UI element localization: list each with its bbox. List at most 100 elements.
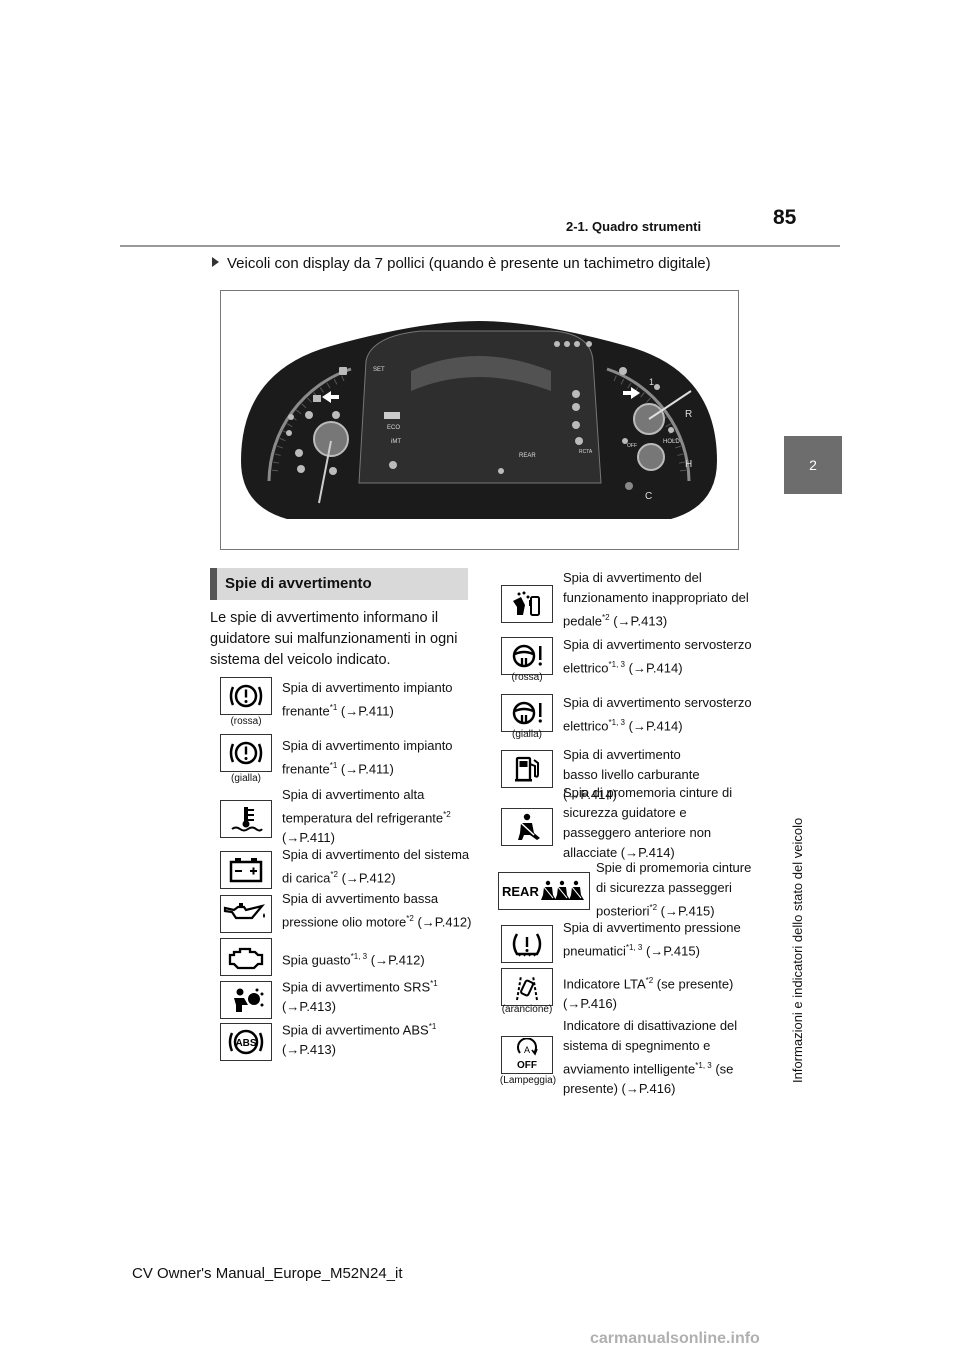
- oil-pressure-icon: [220, 895, 272, 933]
- footer-manual-id: CV Owner's Manual_Europe_M52N24_it: [132, 1265, 403, 1282]
- icon-caption: (rossa): [230, 716, 262, 727]
- item-text: Spia di avvertimento SRS: [282, 979, 431, 995]
- item-page-ref: (se presente) (→P.416): [563, 1061, 734, 1097]
- right-desc-5: Spie di promemoria cinture di sicurezza …: [596, 858, 756, 921]
- item-footnote: *1, 3: [625, 943, 643, 952]
- cluster-rear-label: REAR: [519, 453, 536, 459]
- item-text: Spie di promemoria cinture di sicurezza …: [596, 860, 752, 919]
- item-page-ref: (→P.414): [625, 660, 683, 676]
- item-footnote: *1: [428, 1022, 437, 1031]
- power-steering-icon: [501, 694, 553, 732]
- right-item-2: (gialla): [501, 694, 553, 740]
- item-page-ref: (→P.412): [367, 952, 425, 968]
- left-item-7: ABS: [220, 1023, 272, 1061]
- coolant-temp-icon: [220, 800, 272, 838]
- icon-caption: (Lampeggia): [499, 1075, 557, 1086]
- item-footnote: *2: [649, 903, 658, 912]
- power-steering-icon: [501, 637, 553, 675]
- item-text: Spia di promemoria cinture di sicurezza …: [563, 785, 733, 860]
- right-desc-4: Spia di promemoria cinture di sicurezza …: [563, 783, 753, 863]
- right-desc-0: Spia di avvertimento del funzionamento i…: [563, 568, 753, 631]
- cluster-hold-label: HOLD: [663, 439, 680, 445]
- item-page-ref: (se presente) (→P.416): [563, 976, 734, 1012]
- left-desc-4: Spia di avvertimento bassa pressione oli…: [282, 889, 472, 932]
- item-footnote: *1, 3: [695, 1061, 712, 1070]
- stop-start-off-label: OFF: [517, 1060, 537, 1071]
- item-footnote: *1, 3: [350, 952, 368, 961]
- left-desc-1: Spia di avvertimento impianto frenante*1…: [282, 736, 472, 779]
- item-page-ref: (→P.412): [413, 914, 472, 930]
- cluster-rcta-label: RCTA: [579, 449, 593, 455]
- icon-caption: (arancione): [501, 1004, 553, 1015]
- item-text: Spia di avvertimento del funzionamento i…: [563, 570, 749, 629]
- cluster-figure: SET ECO iMT REAR HOLD RCTA OFF 1 R H C: [220, 290, 739, 550]
- item-text: Spia di avvertimento basso livello carbu…: [563, 747, 700, 802]
- item-footnote: *2: [330, 870, 338, 879]
- item-text: Spia di avvertimento servosterzo elettri…: [563, 695, 752, 734]
- left-desc-0: Spia di avvertimento impianto frenante*1…: [282, 678, 472, 721]
- right-item-7: (arancione): [501, 968, 553, 1015]
- brake-warning-icon: [220, 677, 272, 715]
- side-title: Informazioni e indicatori dello stato de…: [788, 503, 818, 1083]
- item-footnote: *1, 3: [608, 718, 625, 727]
- left-desc-3: Spia di avvertimento del sistema di cari…: [282, 845, 472, 888]
- right-desc-7: Indicatore LTA*2 (se presente) (→P.416): [563, 971, 753, 1014]
- rear-seatbelt-icon: REAR: [498, 872, 590, 910]
- item-footnote: *2: [443, 810, 451, 819]
- item-footnote: *1: [329, 761, 338, 770]
- side-title-text: Informazioni e indicatori dello stato de…: [790, 817, 805, 1083]
- header-divider: [120, 245, 840, 247]
- icon-caption: (rossa): [511, 672, 543, 683]
- right-item-4: [501, 808, 553, 846]
- item-text: Indicatore LTA: [563, 976, 646, 992]
- left-item-6: [220, 981, 272, 1019]
- right-item-1: (rossa): [501, 637, 553, 683]
- cluster-gear-h: H: [685, 459, 692, 470]
- item-text: Spia di avvertimento impianto frenante: [282, 738, 453, 777]
- icon-caption: (gialla): [230, 773, 261, 784]
- left-item-5: [220, 938, 272, 976]
- item-page-ref: (→P.415): [657, 903, 715, 919]
- cluster-gear-1: 1: [649, 377, 654, 387]
- triangle-bullet-icon: [212, 257, 219, 267]
- left-desc-5: Spia guasto*1, 3 (→P.412): [282, 947, 472, 970]
- item-text: Spia di avvertimento del sistema di cari…: [282, 847, 470, 886]
- cluster-set-label: SET: [373, 367, 385, 373]
- item-text: Indicatore di disattivazione del sistema…: [563, 1018, 738, 1077]
- left-desc-6: Spia di avvertimento SRS*1 (→P.413): [282, 974, 472, 1017]
- item-page-ref: (→P.413): [282, 1042, 336, 1058]
- right-item-6: [501, 925, 553, 963]
- fuel-icon: [501, 750, 553, 788]
- item-text: Spia di avvertimento bassa pressione oli…: [282, 891, 439, 930]
- left-item-4: [220, 895, 272, 933]
- abs-icon-label: ABS: [235, 1038, 256, 1049]
- cluster-imt-label: iMT: [391, 439, 401, 445]
- item-text: Spia di avvertimento alta temperatura de…: [282, 787, 444, 826]
- item-page-ref: (→P.411): [337, 703, 394, 719]
- right-desc-2: Spia di avvertimento servosterzo elettri…: [563, 693, 753, 736]
- section-heading: Spie di avvertimento: [210, 568, 468, 600]
- cluster-gear-r: R: [685, 409, 692, 420]
- item-page-ref: (→P.411): [337, 761, 394, 777]
- left-desc-7: Spia di avvertimento ABS*1 (→P.413): [282, 1017, 472, 1060]
- page-number: 85: [773, 206, 797, 229]
- right-item-3: [501, 750, 553, 788]
- chapter-tab: 2: [784, 436, 842, 494]
- item-text: Spia guasto: [282, 952, 351, 968]
- right-item-5: REAR: [498, 872, 590, 910]
- abs-icon: ABS: [220, 1023, 272, 1061]
- item-footnote: *2: [406, 914, 414, 923]
- item-page-ref: (→P.412): [337, 870, 396, 886]
- item-page-ref: (→P.415): [642, 943, 700, 959]
- item-page-ref: (→P.414): [625, 718, 683, 734]
- tire-pressure-icon: [501, 925, 553, 963]
- seatbelt-icon: [501, 808, 553, 846]
- item-footnote: *1, 3: [608, 660, 625, 669]
- item-text: Spia di avvertimento impianto frenante: [282, 680, 453, 719]
- right-desc-8: Indicatore di disattivazione del sistema…: [563, 1016, 753, 1099]
- lta-icon: [501, 968, 553, 1006]
- left-item-3: [220, 851, 272, 889]
- instrument-cluster-illustration: SET ECO iMT REAR HOLD RCTA OFF 1 R H C: [241, 321, 717, 519]
